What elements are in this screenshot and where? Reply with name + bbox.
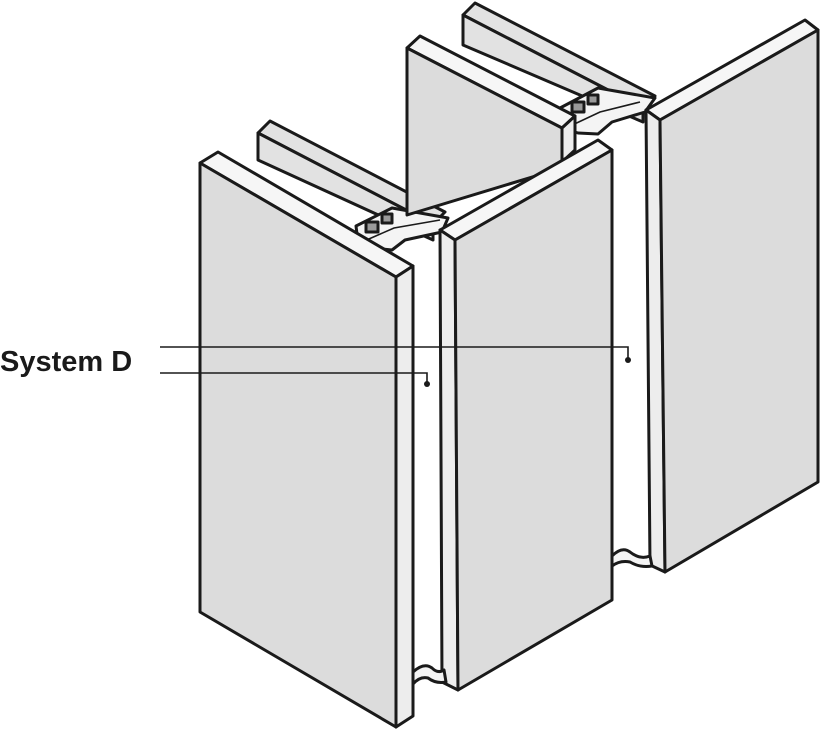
leader-lines — [160, 346, 631, 387]
panel-middle-rear — [405, 34, 577, 217]
panel-joint-bottom-right — [610, 548, 654, 568]
panel-middle-front — [438, 138, 614, 692]
panel-left — [198, 150, 415, 729]
leader-dot-lower — [424, 381, 430, 387]
leader-dot-upper — [625, 357, 631, 363]
leader-line-lower — [160, 372, 428, 384]
panel-joint-bottom-left — [411, 664, 448, 686]
system-label: System D — [0, 346, 132, 378]
leader-line-upper — [160, 346, 629, 360]
panel-right — [644, 18, 820, 574]
